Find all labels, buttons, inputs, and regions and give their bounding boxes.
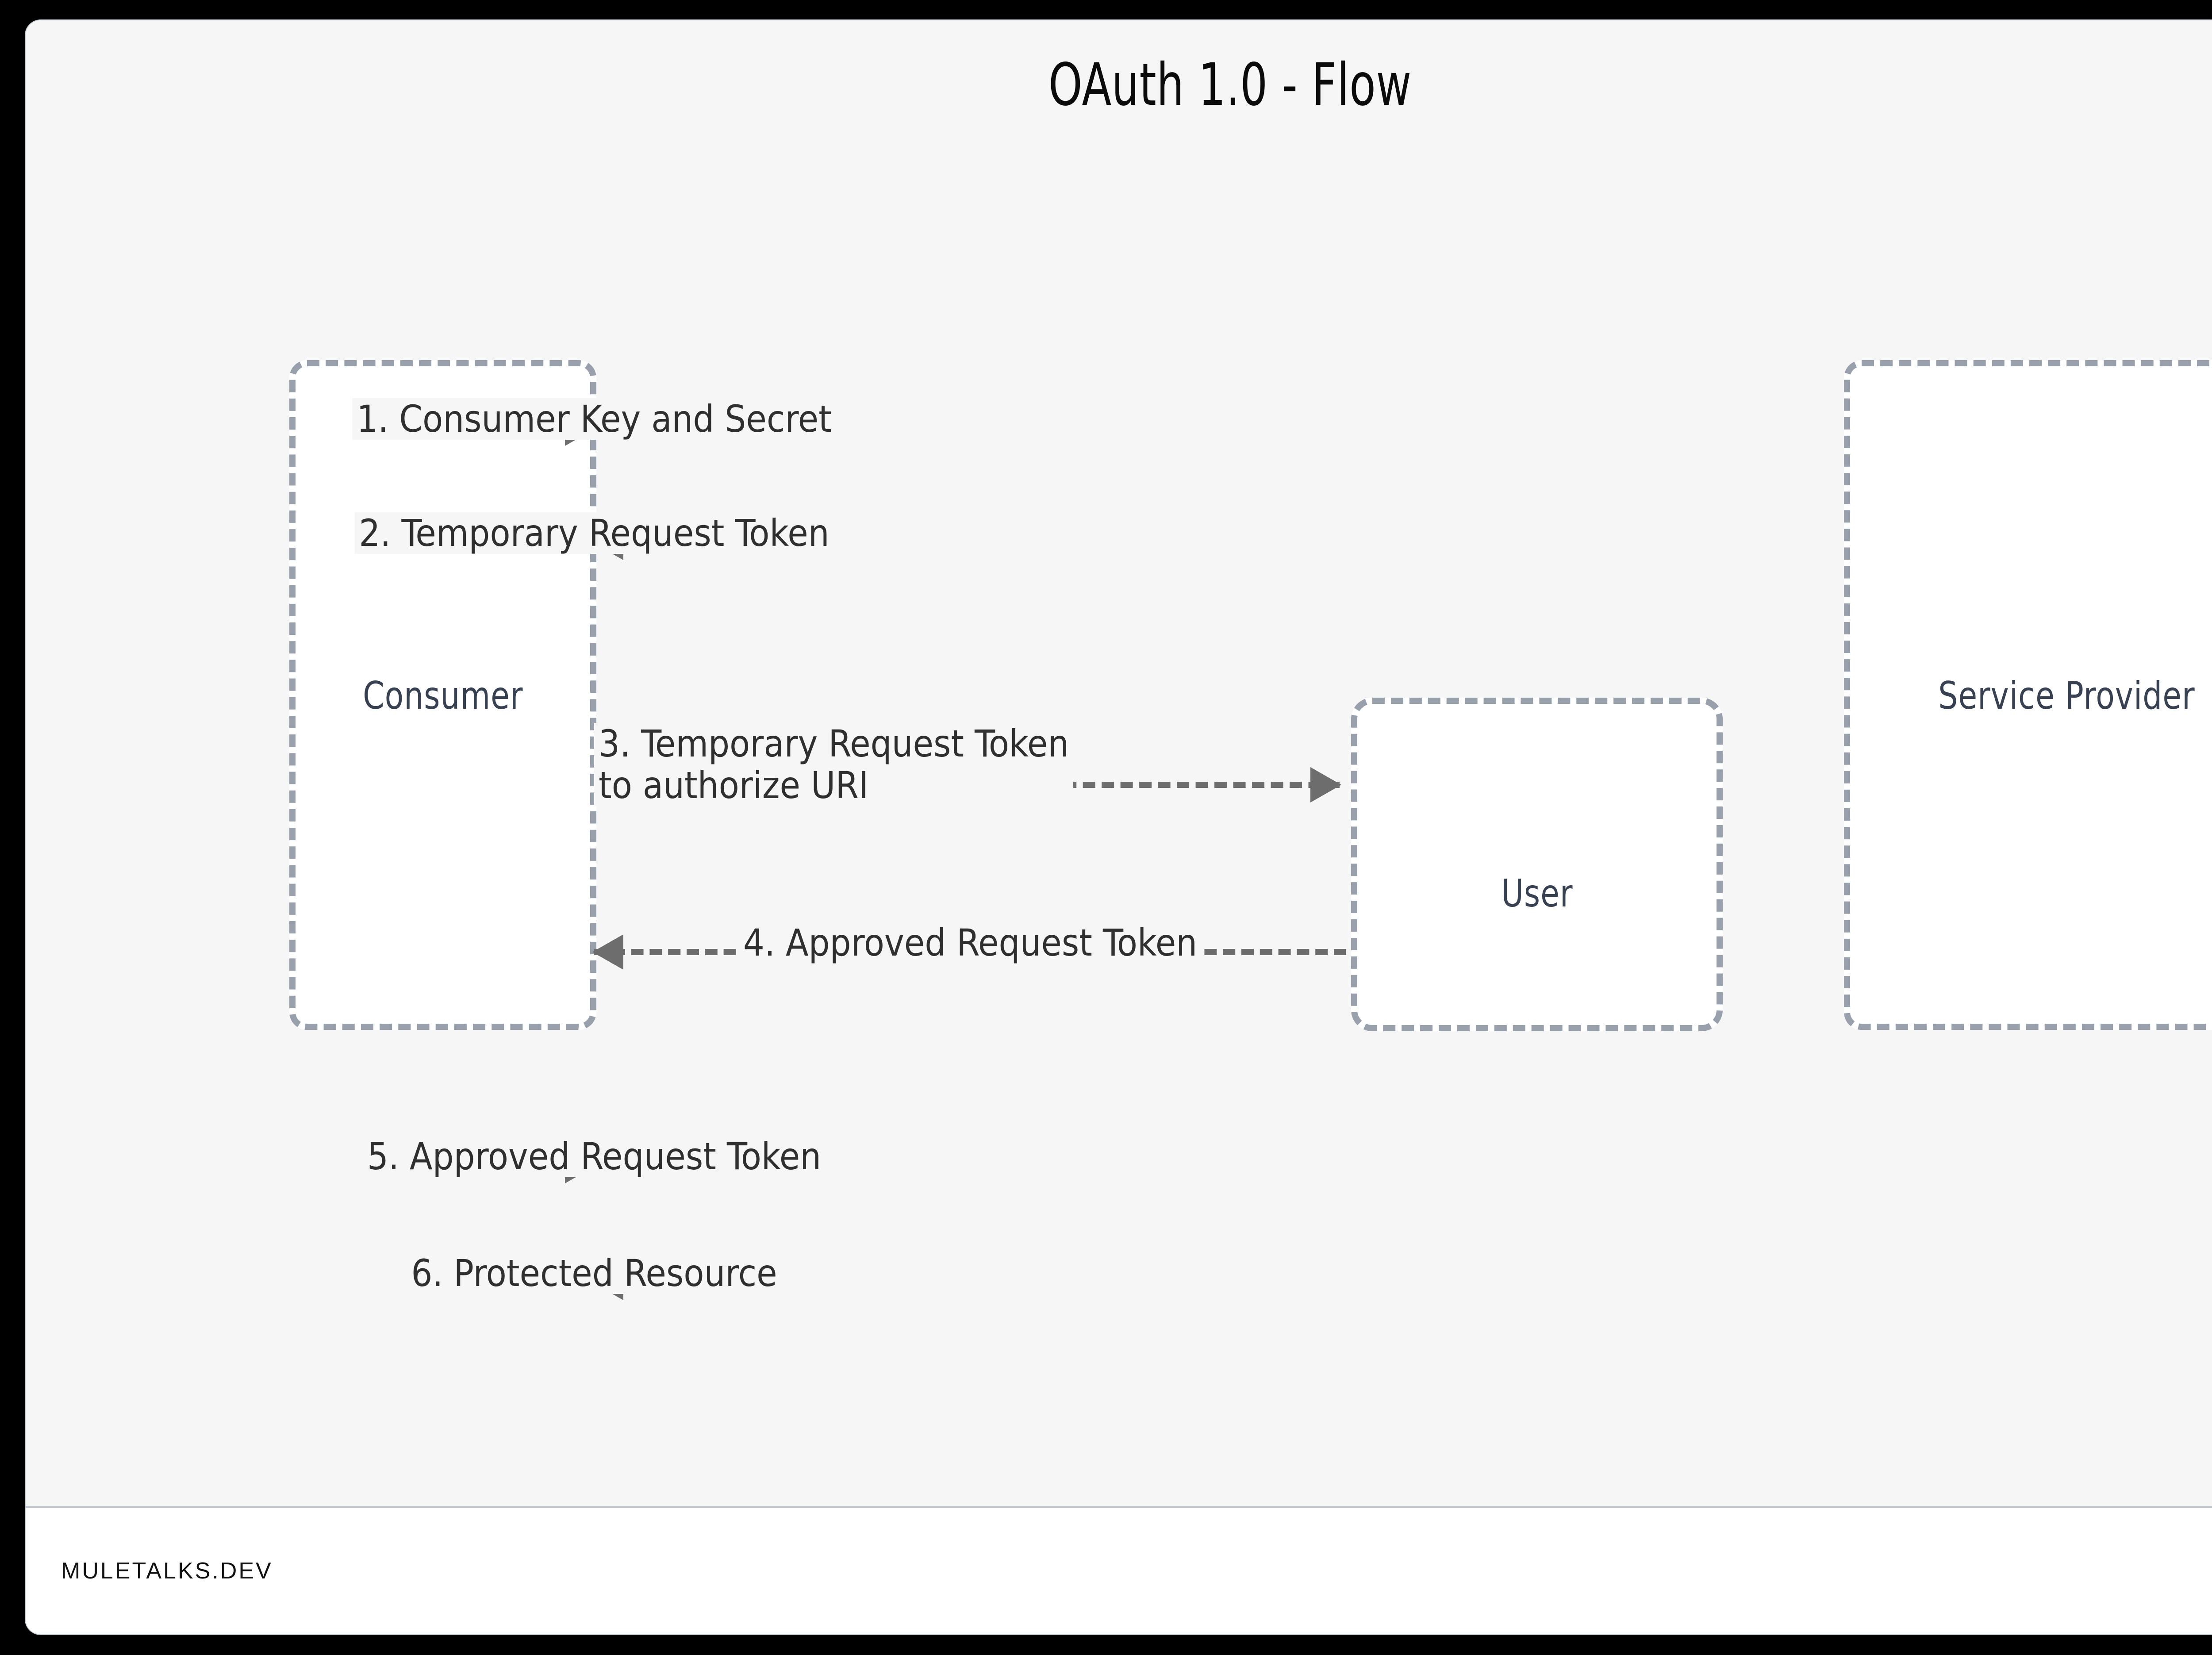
- actor-label-consumer: Consumer: [362, 674, 523, 718]
- arrowhead-left-icon-4: [592, 934, 623, 970]
- actor-box-consumer[interactable]: Consumer: [289, 360, 596, 1030]
- slide-card: OAuth 1.0 - Flow Consumer User Service P…: [26, 20, 2212, 1634]
- flow-label-6: 6. Protected Resource: [407, 1252, 782, 1294]
- arrowhead-right-icon-3: [1310, 767, 1341, 803]
- flow-label-5: 5. Approved Request Token: [362, 1136, 826, 1177]
- actor-box-user[interactable]: User: [1351, 698, 1723, 1031]
- flow-label-2: 2. Temporary Request Token: [354, 512, 834, 554]
- flow-label-4: 4. Approved Request Token: [738, 922, 1202, 964]
- flow-label-1: 1. Consumer Key and Secret: [352, 398, 836, 440]
- actor-label-service-provider: Service Provider: [1938, 674, 2195, 718]
- page-title: OAuth 1.0 - Flow: [1048, 51, 1412, 119]
- diagram-canvas: OAuth 1.0 - Flow Consumer User Service P…: [26, 20, 2212, 1508]
- flow-label-3: 3. Temporary Request Token to authorize …: [594, 723, 1074, 806]
- actor-box-service-provider[interactable]: Service Provider: [1844, 360, 2212, 1030]
- footer-site-label: MULETALKS.DEV: [61, 1558, 273, 1584]
- slide-footer: MULETALKS.DEV MULE TALKS: [26, 1508, 2212, 1634]
- actor-label-user: User: [1501, 872, 1573, 916]
